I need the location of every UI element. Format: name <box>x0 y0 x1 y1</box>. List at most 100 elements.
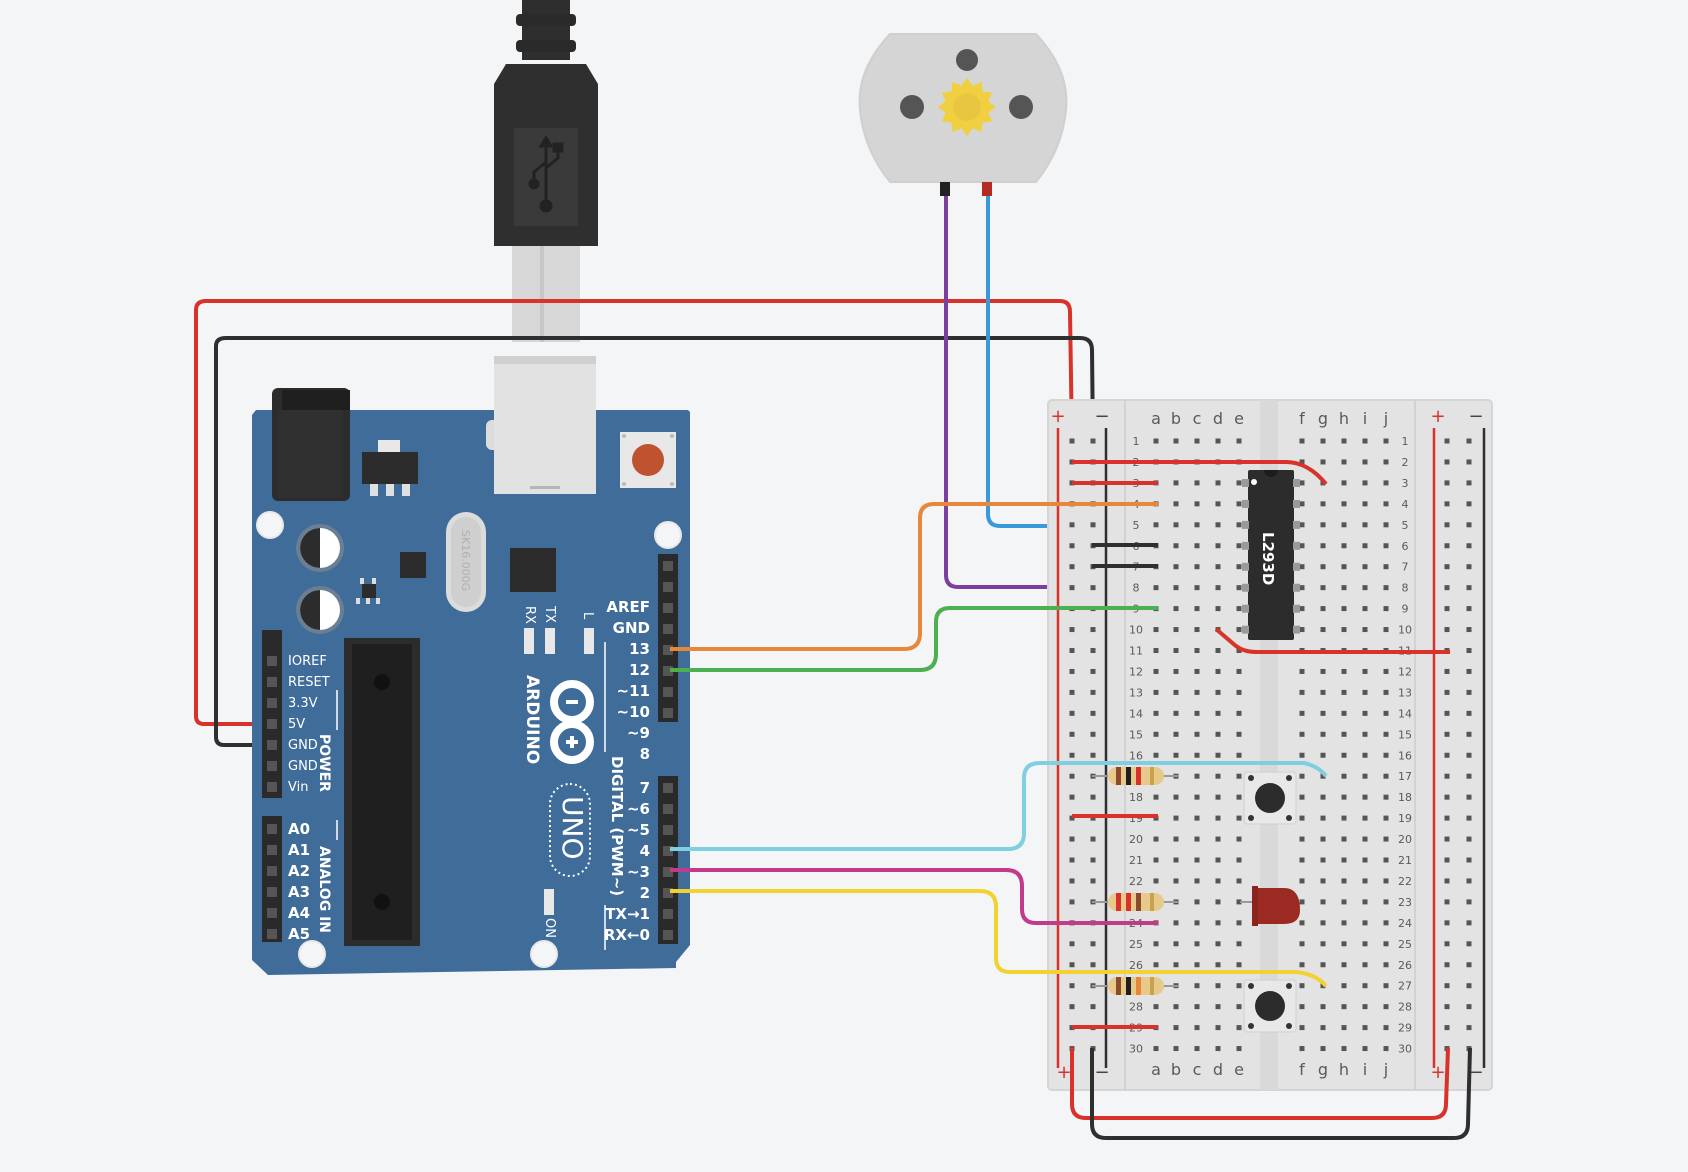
rail-hole[interactable] <box>1069 878 1075 884</box>
breadboard-hole[interactable] <box>1173 480 1179 486</box>
wire-5v-red[interactable] <box>194 299 1074 726</box>
digital-pin[interactable] <box>663 561 673 571</box>
breadboard-hole[interactable] <box>1194 1046 1200 1052</box>
digital-pin[interactable] <box>663 666 673 676</box>
breadboard-hole[interactable] <box>1320 1004 1326 1010</box>
analog-pin[interactable] <box>267 824 277 834</box>
rail-hole[interactable] <box>1466 501 1472 507</box>
breadboard-hole[interactable] <box>1153 857 1159 863</box>
breadboard-hole[interactable] <box>1215 899 1221 905</box>
breadboard-hole[interactable] <box>1194 438 1200 444</box>
breadboard-hole[interactable] <box>1153 522 1159 528</box>
breadboard-hole[interactable] <box>1236 606 1242 612</box>
rail-hole[interactable] <box>1444 857 1450 863</box>
analog-pin[interactable] <box>267 845 277 855</box>
breadboard-hole[interactable] <box>1215 878 1221 884</box>
breadboard-hole[interactable] <box>1299 920 1305 926</box>
breadboard-hole[interactable] <box>1383 585 1389 591</box>
rail-hole[interactable] <box>1444 543 1450 549</box>
analog-pin[interactable] <box>267 908 277 918</box>
breadboard-hole[interactable] <box>1383 878 1389 884</box>
breadboard-hole[interactable] <box>1173 794 1179 800</box>
rail-hole[interactable] <box>1444 1025 1450 1031</box>
breadboard-hole[interactable] <box>1153 627 1159 633</box>
breadboard-hole[interactable] <box>1320 627 1326 633</box>
breadboard-hole[interactable] <box>1383 710 1389 716</box>
breadboard-hole[interactable] <box>1362 857 1368 863</box>
breadboard-hole[interactable] <box>1215 585 1221 591</box>
rail-hole[interactable] <box>1466 543 1472 549</box>
breadboard-hole[interactable] <box>1194 878 1200 884</box>
breadboard-hole[interactable] <box>1362 752 1368 758</box>
analog-pin[interactable] <box>267 866 277 876</box>
rail-hole[interactable] <box>1069 585 1075 591</box>
breadboard-hole[interactable] <box>1236 480 1242 486</box>
breadboard-hole[interactable] <box>1362 731 1368 737</box>
digital-header-bottom[interactable] <box>658 776 678 944</box>
digital-pin[interactable] <box>663 804 673 814</box>
breadboard-hole[interactable] <box>1173 689 1179 695</box>
breadboard-hole[interactable] <box>1299 1025 1305 1031</box>
breadboard-hole[interactable] <box>1299 962 1305 968</box>
breadboard-hole[interactable] <box>1194 983 1200 989</box>
rail-hole[interactable] <box>1466 857 1472 863</box>
breadboard-hole[interactable] <box>1383 794 1389 800</box>
wire-motor-purple[interactable] <box>944 196 1158 589</box>
breadboard-hole[interactable] <box>1383 752 1389 758</box>
digital-pin[interactable] <box>663 867 673 877</box>
rail-hole[interactable] <box>1466 962 1472 968</box>
breadboard-hole[interactable] <box>1341 731 1347 737</box>
rail-hole[interactable] <box>1090 648 1096 653</box>
breadboard-hole[interactable] <box>1299 773 1305 779</box>
breadboard-hole[interactable] <box>1362 564 1368 570</box>
breadboard-hole[interactable] <box>1362 459 1368 465</box>
breadboard-hole[interactable] <box>1236 522 1242 528</box>
breadboard-hole[interactable] <box>1194 1025 1200 1031</box>
rail-hole[interactable] <box>1444 962 1450 968</box>
breadboard-hole[interactable] <box>1194 501 1200 507</box>
analog-pin[interactable] <box>267 929 277 939</box>
rail-hole[interactable] <box>1069 962 1075 968</box>
breadboard-hole[interactable] <box>1299 941 1305 947</box>
breadboard-hole[interactable] <box>1236 752 1242 758</box>
breadboard-hole[interactable] <box>1362 794 1368 800</box>
breadboard-hole[interactable] <box>1383 983 1389 989</box>
digital-pin[interactable] <box>663 846 673 856</box>
rail-hole[interactable] <box>1090 836 1096 842</box>
rail-hole[interactable] <box>1090 815 1096 821</box>
rail-hole[interactable] <box>1069 564 1075 570</box>
rail-hole[interactable] <box>1444 606 1450 612</box>
breadboard-hole[interactable] <box>1236 564 1242 570</box>
rail-hole[interactable] <box>1069 689 1075 695</box>
breadboard-hole[interactable] <box>1383 941 1389 947</box>
breadboard-hole[interactable] <box>1299 1004 1305 1010</box>
breadboard-hole[interactable] <box>1153 752 1159 758</box>
breadboard-hole[interactable] <box>1153 878 1159 884</box>
breadboard-hole[interactable] <box>1383 606 1389 612</box>
wire-pin13-orange[interactable] <box>670 502 1158 651</box>
breadboard-hole[interactable] <box>1215 522 1221 528</box>
breadboard-hole[interactable] <box>1236 585 1242 591</box>
rail-hole[interactable] <box>1444 689 1450 695</box>
breadboard-hole[interactable] <box>1173 627 1179 633</box>
breadboard-hole[interactable] <box>1194 480 1200 486</box>
power-header[interactable] <box>262 630 282 798</box>
arduino-uno-board[interactable]: SK16.000G RX TX L ARDUINO UNO <box>252 356 690 975</box>
breadboard-hole[interactable] <box>1362 899 1368 905</box>
power-pin[interactable] <box>267 740 277 750</box>
rail-hole[interactable] <box>1466 522 1472 528</box>
rail-hole[interactable] <box>1444 668 1450 674</box>
breadboard-hole[interactable] <box>1320 752 1326 758</box>
breadboard-hole[interactable] <box>1383 1004 1389 1010</box>
breadboard-hole[interactable] <box>1194 752 1200 758</box>
breadboard-hole[interactable] <box>1362 1025 1368 1031</box>
breadboard-hole[interactable] <box>1236 920 1242 926</box>
rail-hole[interactable] <box>1444 564 1450 570</box>
breadboard-hole[interactable] <box>1153 710 1159 716</box>
analog-header[interactable] <box>262 816 282 942</box>
breadboard-hole[interactable] <box>1215 1046 1221 1052</box>
breadboard-hole[interactable] <box>1341 543 1347 549</box>
breadboard-hole[interactable] <box>1173 815 1179 821</box>
breadboard-hole[interactable] <box>1173 501 1179 507</box>
breadboard-hole[interactable] <box>1236 501 1242 507</box>
